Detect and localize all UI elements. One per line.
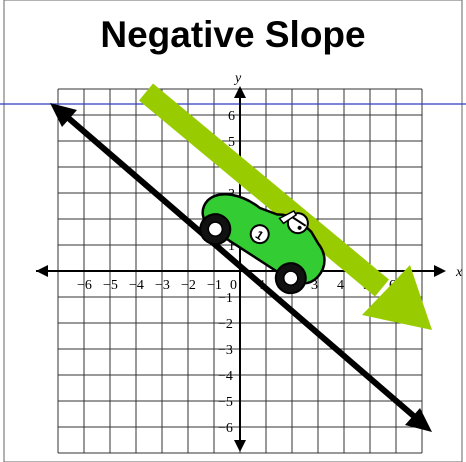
slide-title: Negative Slope — [100, 14, 366, 55]
y-tick-label: −4 — [218, 369, 233, 384]
y-tick-label: 5 — [228, 135, 235, 150]
x-tick-label: 0 — [230, 278, 237, 293]
y-tick-label: −3 — [218, 343, 233, 358]
race-car-icon: 1 — [199, 193, 326, 295]
x-tick-label: 4 — [337, 278, 344, 293]
y-tick-label: −6 — [218, 421, 233, 436]
x-tick-label: −6 — [77, 278, 92, 293]
negative-slope-line — [50, 103, 432, 432]
x-tick-label: −2 — [181, 278, 196, 293]
x-tick-label: −4 — [129, 278, 144, 293]
slide-border — [3, 0, 463, 462]
x-tick-label: −3 — [155, 278, 170, 293]
y-tick-label: −5 — [218, 395, 233, 410]
down-right-arrow — [138, 83, 432, 330]
x-tick-label: −1 — [207, 278, 222, 293]
y-tick-label: −1 — [218, 291, 233, 306]
y-tick-label: 6 — [228, 109, 235, 124]
y-tick-label: −2 — [218, 317, 233, 332]
x-tick-labels: −6−5−4−3−2−10123456 — [77, 278, 396, 293]
y-axis-label: y — [233, 71, 242, 86]
x-axis-label: x — [455, 265, 463, 280]
y-tick-label: 1 — [228, 239, 235, 254]
x-tick-label: −5 — [103, 278, 118, 293]
x-tick-label: 3 — [311, 278, 318, 293]
